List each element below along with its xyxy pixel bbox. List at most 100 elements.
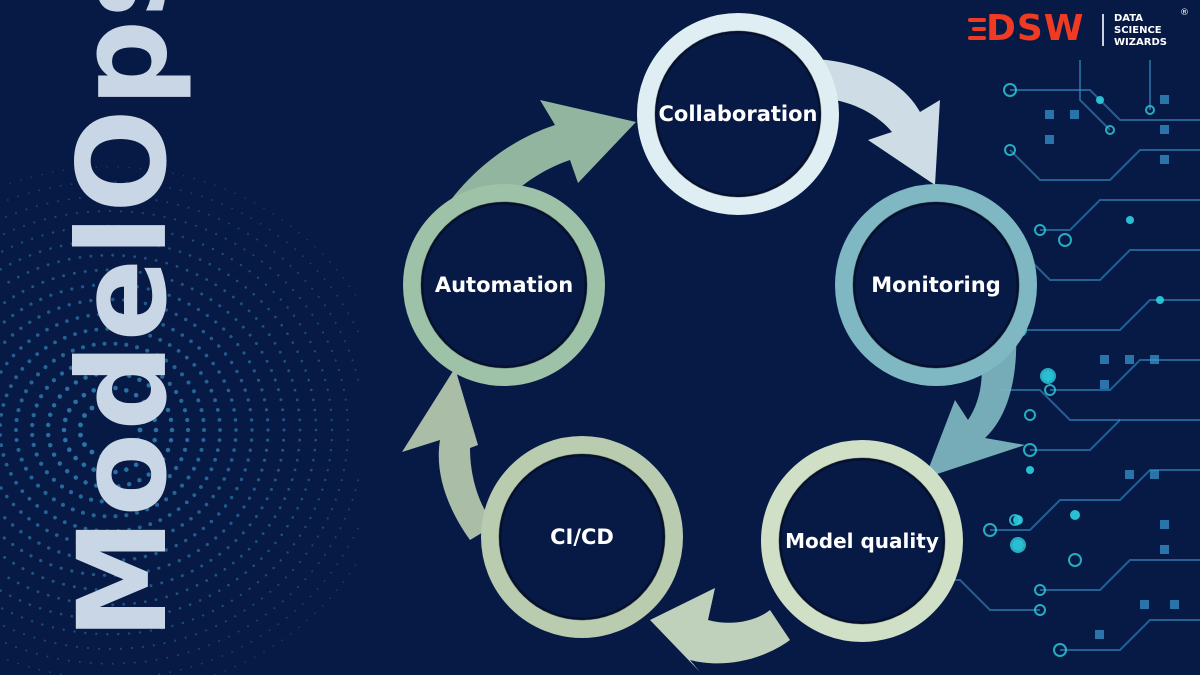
halftone-dot — [235, 577, 239, 581]
halftone-dot — [289, 225, 292, 227]
halftone-dot — [75, 645, 79, 649]
halftone-dot — [22, 633, 26, 636]
halftone-dot — [192, 362, 197, 367]
halftone-dot — [39, 558, 43, 563]
halftone-dot — [51, 497, 56, 502]
halftone-dot — [174, 312, 178, 317]
halftone-dot — [293, 468, 297, 472]
halftone-dot — [19, 457, 24, 462]
halftone-dot — [59, 566, 63, 570]
halftone-dot — [28, 603, 32, 606]
halftone-dot — [224, 620, 227, 623]
halftone-dot — [30, 176, 32, 178]
halftone-dot — [354, 564, 357, 567]
halftone-dot — [160, 581, 164, 585]
halftone-dot — [262, 458, 267, 462]
halftone-dot — [84, 225, 87, 229]
halftone-dot — [236, 342, 240, 347]
halftone-dot — [0, 589, 3, 593]
halftone-dot — [273, 378, 277, 382]
halftone-dot — [113, 514, 118, 519]
halftone-dot — [51, 452, 57, 457]
halftone-dot — [185, 268, 189, 272]
halftone-dot — [12, 561, 16, 565]
halftone-dot — [330, 571, 332, 574]
halftone-dot — [309, 516, 312, 520]
halftone-dot — [229, 360, 234, 365]
halftone-dot — [205, 313, 209, 318]
halftone-dot — [129, 446, 135, 452]
halftone-dot — [249, 438, 254, 442]
halftone-dot — [250, 640, 253, 643]
halftone-dot — [323, 579, 326, 582]
ring-collaboration-inner-edge — [654, 30, 822, 198]
halftone-dot — [279, 458, 283, 462]
halftone-dot — [176, 203, 180, 206]
halftone-dot — [190, 569, 194, 573]
circuit-pad — [1058, 233, 1072, 247]
halftone-dot — [336, 563, 339, 566]
halftone-dot — [89, 602, 93, 606]
halftone-dot — [145, 348, 150, 353]
halftone-dot — [351, 498, 354, 501]
halftone-dot — [199, 447, 204, 452]
halftone-dot — [62, 417, 68, 423]
halftone-dot — [182, 174, 185, 177]
logo-divider — [1102, 14, 1104, 46]
halftone-dot — [133, 255, 137, 259]
halftone-dot — [196, 398, 201, 403]
halftone-dot — [3, 516, 7, 520]
halftone-dot — [72, 585, 76, 589]
halftone-dot — [294, 609, 296, 612]
halftone-dot — [256, 478, 261, 482]
halftone-dot — [298, 428, 302, 432]
halftone-dot — [244, 286, 248, 289]
halftone-dot — [233, 418, 238, 422]
halftone-dot — [46, 593, 50, 597]
halftone-dot — [73, 168, 76, 170]
ring-model-quality — [761, 440, 963, 642]
halftone-dot — [335, 589, 338, 592]
halftone-dot — [214, 536, 218, 540]
halftone-dot — [342, 581, 345, 584]
halftone-dot — [161, 170, 163, 173]
halftone-dot — [122, 195, 125, 198]
halftone-dot — [208, 594, 212, 598]
halftone-dot — [307, 478, 311, 482]
halftone-dot — [282, 418, 286, 422]
halftone-dot — [160, 374, 165, 379]
halftone-dot — [155, 199, 158, 202]
circuit-node — [1070, 510, 1080, 520]
halftone-dot — [181, 235, 185, 239]
halftone-dot — [149, 272, 153, 276]
halftone-dot — [37, 541, 41, 545]
halftone-dot — [263, 207, 265, 210]
halftone-dot — [121, 558, 126, 562]
halftone-dot — [296, 506, 299, 510]
halftone-dot — [19, 548, 24, 553]
halftone-dot — [161, 533, 166, 537]
halftone-dot — [65, 319, 69, 323]
halftone-dot — [197, 647, 200, 650]
halftone-dot — [51, 477, 57, 482]
halftone-dot — [234, 192, 237, 195]
halftone-dot — [261, 324, 265, 328]
halftone-dot — [317, 359, 321, 362]
halftone-dot — [297, 408, 301, 412]
halftone-dot — [89, 661, 92, 665]
halftone-dot — [248, 269, 251, 273]
halftone-dot — [291, 288, 295, 292]
halftone-dot — [261, 532, 265, 536]
halftone-dot — [14, 375, 19, 380]
circuit-pad — [1003, 83, 1017, 97]
halftone-dot — [337, 368, 341, 372]
halftone-dot — [27, 359, 32, 364]
halftone-dot — [337, 488, 341, 492]
halftone-dot — [45, 327, 49, 332]
halftone-dot — [51, 403, 57, 408]
halftone-dot — [221, 655, 224, 657]
halftone-dot — [201, 437, 206, 443]
halftone-dot — [246, 625, 250, 628]
halftone-dot — [249, 418, 254, 422]
halftone-dot — [127, 225, 131, 228]
